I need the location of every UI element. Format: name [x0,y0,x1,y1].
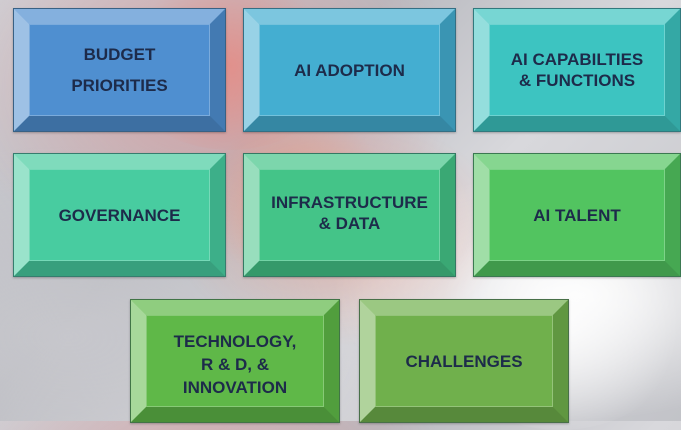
tile-governance[interactable]: GOVERNANCE [13,153,226,277]
tile-label: GOVERNANCE [58,205,181,225]
tile-ai-adoption[interactable]: AI ADOPTION [243,8,456,132]
tile-label: INFRASTRUCTURE & DATA [271,193,428,233]
tile-ai-capabilities-functions[interactable]: AI CAPABILTIES & FUNCTIONS [473,8,681,132]
tile-label: CHALLENGES [405,351,523,371]
tile-technology-rd-innovation[interactable]: TECHNOLOGY, R & D, & INNOVATION [130,299,340,423]
tile-infrastructure-data[interactable]: INFRASTRUCTURE & DATA [243,153,456,277]
tile-budget-priorities[interactable]: BUDGET PRIORITIES [13,8,226,132]
tile-label: TECHNOLOGY, R & D, & INNOVATION [173,331,297,397]
tile-label: AI CAPABILTIES & FUNCTIONS [510,50,644,90]
tile-label: BUDGET PRIORITIES [71,45,168,95]
tile-challenges[interactable]: CHALLENGES [359,299,569,423]
tile-label: AI TALENT [533,205,621,225]
tile-ai-talent[interactable]: AI TALENT [473,153,681,277]
tile-label: AI ADOPTION [294,60,405,80]
